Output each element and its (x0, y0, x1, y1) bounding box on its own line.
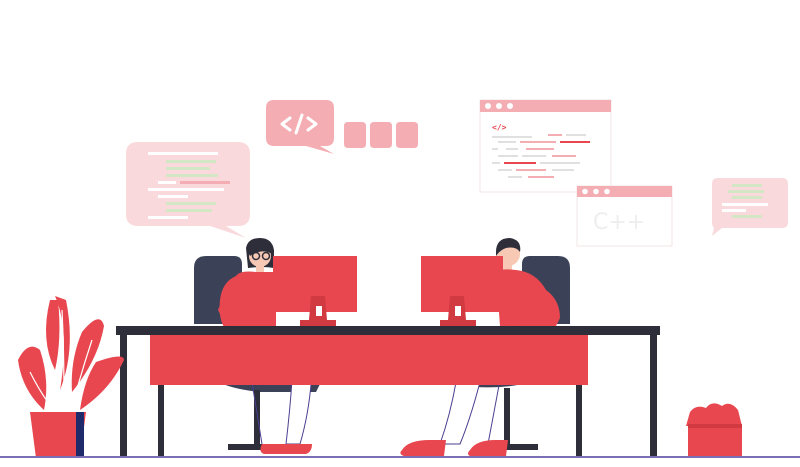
cpp-window: C++ (576, 185, 673, 247)
typing-indicator (344, 122, 418, 148)
potted-plant (18, 296, 124, 458)
code-tag-bubble (266, 100, 334, 154)
code-brackets-icon (280, 113, 318, 135)
code-window-tag: </> (492, 123, 507, 132)
waste-bin (686, 403, 742, 458)
chat-bubble-code-left (126, 142, 250, 238)
monitor-left (273, 256, 357, 326)
desk (116, 326, 660, 457)
code-editor-window: </> (479, 99, 612, 193)
cpp-window-label: C++ (593, 210, 645, 235)
developer-woman (218, 238, 313, 454)
chat-bubble-code-right (712, 178, 788, 236)
monitor-right (421, 256, 503, 326)
floor-line (0, 456, 800, 458)
